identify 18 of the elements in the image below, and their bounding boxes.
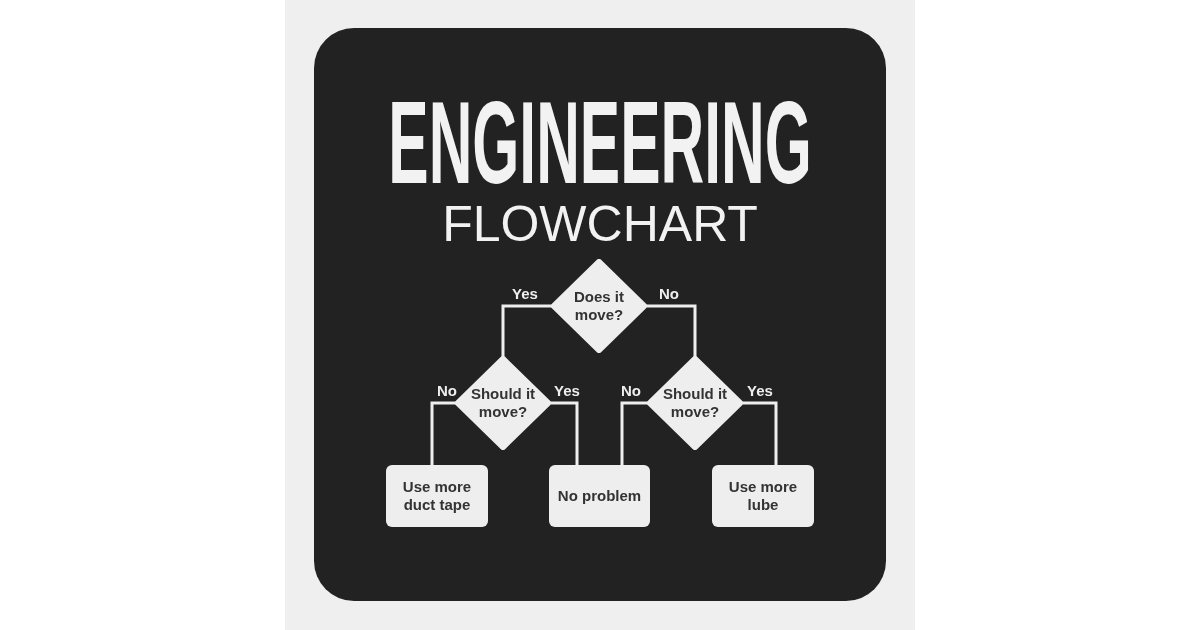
connector-line [646,304,697,358]
node-text: No problem [556,487,643,505]
node-text: Use more duct tape [401,478,473,514]
connector-line [620,401,648,465]
process-box [386,465,488,527]
decision-diamond [647,356,743,450]
decision-diamond [551,259,647,353]
node-text: Does it move? [573,288,625,324]
connector-line [550,401,579,465]
node-text: Should it move? [661,385,729,421]
node-text: Should it move? [469,385,537,421]
decision-diamond [455,356,551,450]
process-box [712,465,814,527]
process-box [549,465,650,527]
node-text: Use more lube [727,478,799,514]
connector-line [501,304,552,358]
connector-line [742,401,778,465]
connector-line [430,401,456,465]
